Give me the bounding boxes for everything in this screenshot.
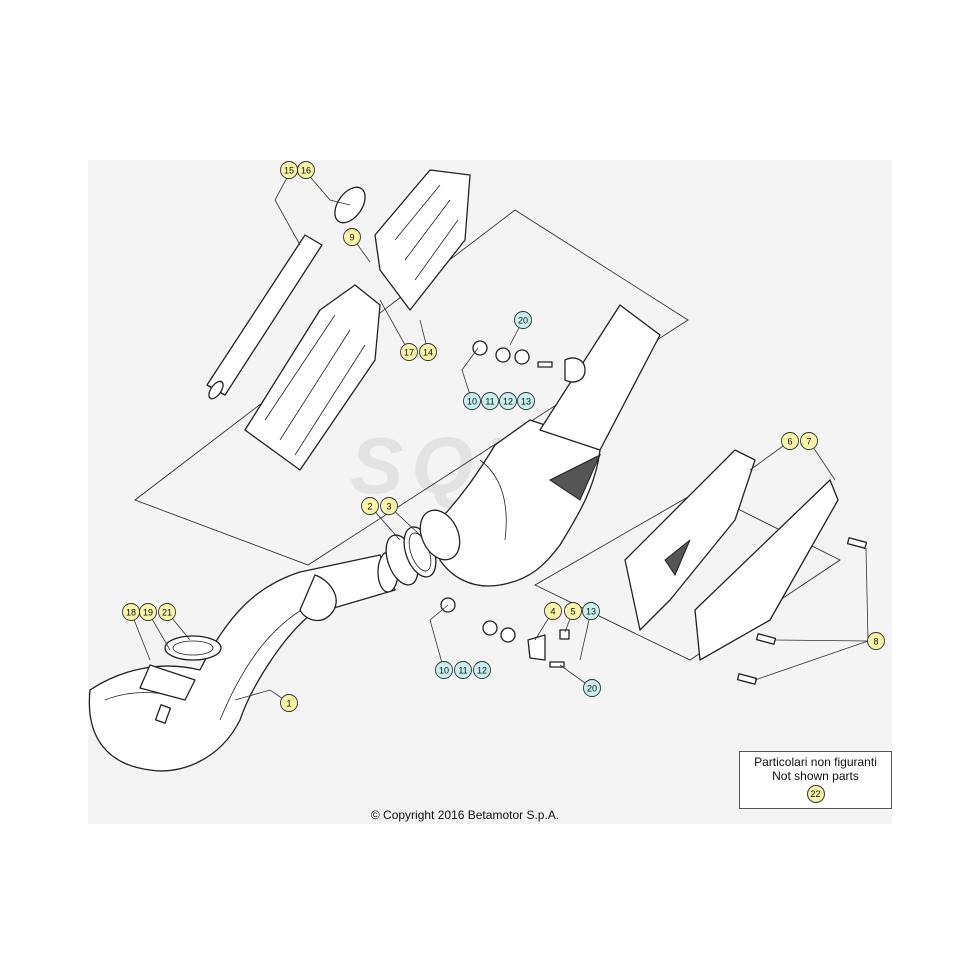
callout-label: 3 (386, 502, 391, 512)
legend-line-english: Not shown parts (772, 769, 859, 783)
callout-c2: 2 (361, 497, 379, 515)
callout-label: 5 (570, 607, 575, 617)
header-flange (139, 635, 222, 724)
callout-c11a: 11 (481, 392, 499, 410)
callout-badge (280, 694, 298, 712)
callout-badge (158, 603, 176, 621)
callout-c12b: 12 (473, 661, 491, 679)
callout-label: 19 (143, 608, 153, 618)
callout-c21: 21 (158, 603, 176, 621)
callout-badge (435, 661, 453, 679)
silencer-group-outline (134, 209, 689, 566)
callout-badge (781, 432, 799, 450)
callout-badge (564, 602, 582, 620)
callout-label: 17 (404, 348, 414, 358)
mount-hardware-top (472, 340, 553, 368)
callout-badge (517, 392, 535, 410)
callout-badge (454, 661, 472, 679)
callout-label: 1 (286, 699, 291, 709)
callout-badge (463, 392, 481, 410)
callout-c1: 1 (280, 694, 298, 712)
callout-label: 4 (550, 607, 555, 617)
callout-label: 10 (439, 666, 449, 676)
mount-hardware-bottom (440, 597, 570, 668)
heel-guard (624, 449, 839, 661)
callout-label: 20 (587, 684, 597, 694)
callout-badge (361, 497, 379, 515)
callout-c19: 19 (139, 603, 157, 621)
callout-label: 11 (485, 397, 494, 407)
callout-badge (473, 661, 491, 679)
callout-c18: 18 (122, 603, 140, 621)
callout-c17: 17 (400, 343, 418, 361)
callout-badge (380, 497, 398, 515)
callout-label: 13 (521, 397, 531, 407)
callout-c12a: 12 (499, 392, 517, 410)
callout-c16: 16 (297, 161, 315, 179)
callout-label: 2 (367, 502, 372, 512)
callout-c20a: 20 (514, 311, 532, 329)
silencer-body (419, 304, 661, 587)
callout-badge (583, 679, 601, 697)
callout-c5: 5 (564, 602, 582, 620)
callout-c3: 3 (380, 497, 398, 515)
callout-badge (514, 311, 532, 329)
callout-label: 8 (873, 637, 878, 647)
callout-label: 13 (586, 607, 596, 617)
callout-label: 11 (458, 666, 467, 676)
callout-label: 18 (126, 608, 136, 618)
callout-c20b: 20 (583, 679, 601, 697)
callout-label: 21 (162, 608, 172, 618)
callout-label: 20 (518, 316, 528, 326)
callout-label: 14 (423, 348, 433, 358)
tail-pipe (206, 186, 366, 400)
callout-label: 9 (349, 233, 354, 243)
callout-c11b: 11 (454, 661, 472, 679)
callout-label: 15 (284, 166, 294, 176)
callout-c13a: 13 (517, 392, 535, 410)
callout-c15: 15 (280, 161, 298, 179)
callout-c6: 6 (781, 432, 799, 450)
header-pipe (88, 551, 399, 772)
callout-label: 7 (806, 437, 811, 447)
callout-badge (499, 392, 517, 410)
callout-badge (867, 632, 885, 650)
end-cap-upper (374, 169, 471, 311)
callout-badge (800, 432, 818, 450)
callout-c4: 4 (544, 602, 562, 620)
callout-c8: 8 (867, 632, 885, 650)
not-shown-parts-legend: Particolari non figuranti Not shown part… (739, 751, 892, 809)
leader-lines (130, 171, 869, 704)
callout-badge (297, 161, 315, 179)
callout-badge (481, 392, 499, 410)
callout-c13b: 13 (582, 602, 600, 620)
callout-label: 12 (503, 397, 513, 407)
callout-c14: 14 (419, 343, 437, 361)
callout-badge (582, 602, 600, 620)
callout-c9: 9 (343, 228, 361, 246)
callout-label: 12 (477, 666, 487, 676)
callout-label: 16 (301, 166, 311, 176)
connector-rings (385, 526, 437, 586)
callout-label: 10 (467, 397, 477, 407)
end-cap-lower (244, 284, 381, 471)
callout-badge (139, 603, 157, 621)
copyright-notice: © Copyright 2016 Betamotor S.p.A. (370, 808, 560, 822)
callout-c7: 7 (800, 432, 818, 450)
callout-badge (419, 343, 437, 361)
callout-badge (343, 228, 361, 246)
bolts (736, 537, 868, 685)
callout-c10b: 10 (435, 661, 453, 679)
legend-line-italian: Particolari non figuranti (754, 755, 877, 769)
heel-guard-outline (534, 489, 841, 661)
callout-label: 6 (787, 437, 792, 447)
callout-badge (400, 343, 418, 361)
callout-badge (544, 602, 562, 620)
callout-c10a: 10 (463, 392, 481, 410)
legend-part-badge: 22 (806, 785, 825, 803)
